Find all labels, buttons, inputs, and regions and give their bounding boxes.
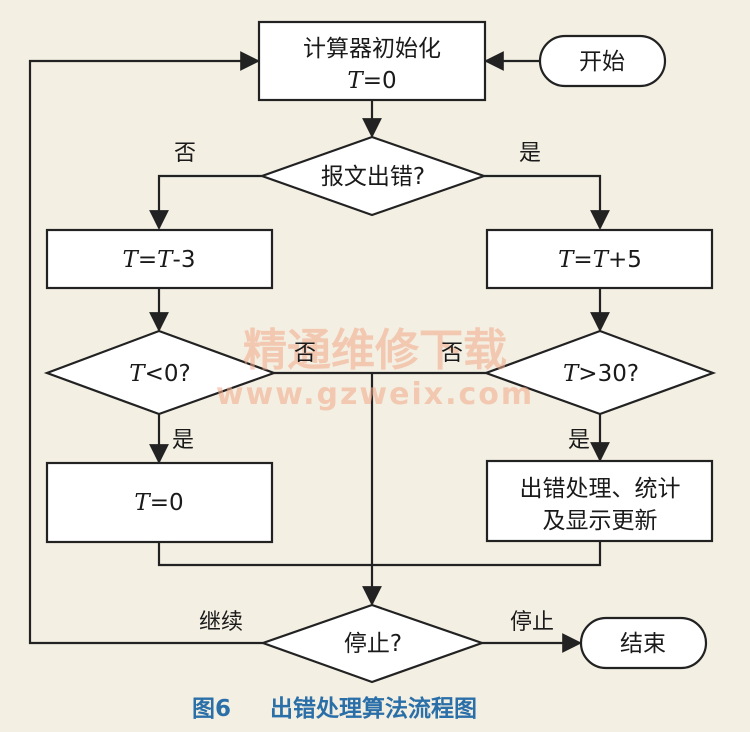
figure-title: 出错处理算法流程图 — [270, 695, 477, 722]
plus-formula: T=T+5 — [558, 247, 642, 273]
init-label: 计算器初始化 — [303, 36, 441, 62]
figure-number: 图6 — [192, 696, 231, 722]
start-terminal — [538, 34, 667, 88]
edge-continue-loop — [28, 51, 263, 645]
edge-label-continue: 继续 — [199, 610, 243, 635]
reset-formula: T=0 — [134, 490, 183, 516]
process-label-line2: 及显示更新 — [543, 508, 658, 534]
minus-box — [45, 228, 274, 290]
edge-label-gt-yes: 是 — [568, 428, 590, 453]
init-box — [257, 20, 487, 102]
decision-gt — [482, 329, 717, 416]
decision-error-label: 报文出错? — [321, 164, 425, 190]
start-label: 开始 — [579, 49, 625, 75]
decision-error — [258, 135, 488, 217]
edge-label-gt-no: 否 — [441, 341, 463, 366]
plus-box — [485, 228, 714, 290]
decision-lt-label: T<0? — [129, 361, 190, 387]
edge-label-lt-no: 否 — [294, 341, 316, 366]
reset-box — [45, 461, 274, 544]
process-box — [485, 459, 714, 543]
end-label: 结束 — [620, 631, 666, 657]
decision-stop — [259, 603, 486, 684]
edge-reset-to-merge — [157, 541, 602, 567]
process-label-line1: 出错处理、统计 — [520, 476, 681, 502]
init-formula: T=0 — [347, 68, 396, 94]
edge-label-no-left: 否 — [174, 141, 196, 166]
edge-label-yes-right: 是 — [519, 141, 541, 166]
watermark-title: 精通维修下载 — [243, 325, 507, 376]
minus-formula: T=T-3 — [123, 247, 196, 273]
watermark-url: www.gzweix.com — [216, 377, 534, 412]
decision-lt — [43, 329, 278, 416]
decision-gt-label: T>30? — [563, 361, 639, 387]
edge-decision-no — [149, 174, 262, 230]
edge-label-lt-yes: 是 — [172, 428, 194, 453]
decision-stop-label: 停止? — [344, 631, 402, 657]
end-terminal — [579, 616, 708, 670]
edge-label-stop: 停止 — [510, 610, 554, 635]
edge-decision-yes — [484, 174, 610, 230]
